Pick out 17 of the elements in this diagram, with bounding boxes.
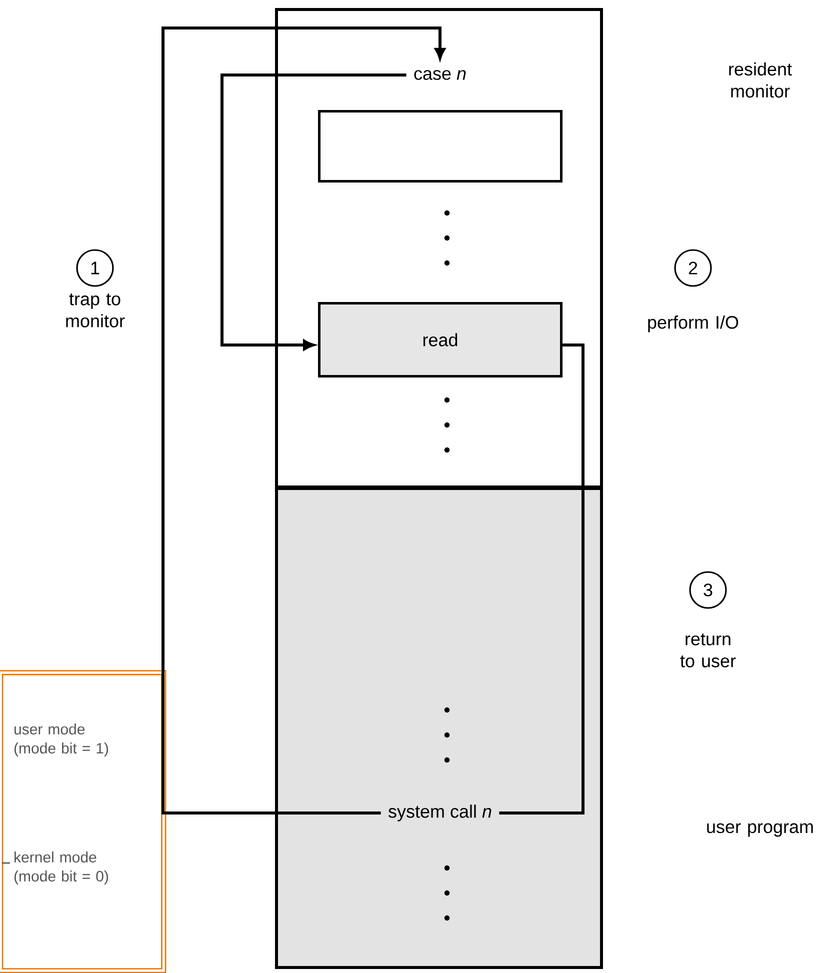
step-caption: trap to monitor bbox=[66, 294, 125, 328]
memory-region bbox=[275, 487, 603, 969]
arrow bbox=[162, 26, 446, 814]
routine-box: read bbox=[318, 302, 562, 378]
step-number: 1 bbox=[76, 249, 114, 287]
mode-label: user mode (mode bit = 1) bbox=[14, 724, 108, 756]
step-label: system call n bbox=[388, 804, 492, 822]
step-caption: return to user bbox=[680, 634, 736, 668]
step-number: 2 bbox=[674, 249, 712, 287]
step-number: 3 bbox=[689, 571, 727, 609]
routine-box bbox=[318, 110, 562, 182]
step-caption: perform I/O bbox=[648, 316, 738, 332]
region-label: resident monitor bbox=[729, 62, 792, 98]
step-label: case n bbox=[414, 70, 466, 80]
region-label: user program bbox=[707, 823, 813, 837]
mode-label: kernel mode (mode bit = 0) bbox=[14, 852, 108, 884]
arrow bbox=[220, 74, 406, 350]
